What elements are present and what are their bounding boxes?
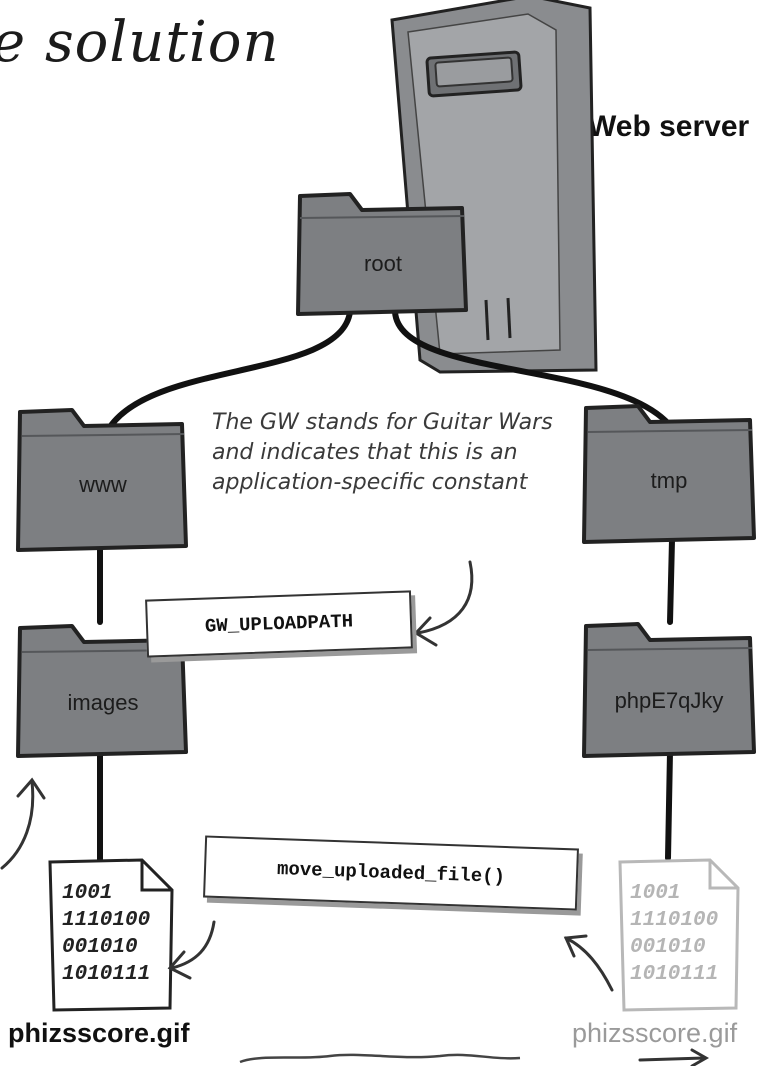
arrow-bottom-right	[638, 1048, 710, 1066]
folder-root	[296, 192, 468, 316]
folder-www-label: www	[79, 472, 127, 497]
temp-file-binary: 1001 1110100 001010 1010111	[630, 882, 719, 986]
folder-phpE7qJky	[582, 622, 756, 758]
folder-images-label: images	[67, 690, 139, 715]
folder-www	[16, 408, 188, 552]
arrow-left-margin	[0, 777, 46, 870]
web-server-label: Web server	[588, 110, 750, 143]
web-server-icon	[390, 0, 598, 374]
file-icon-temp	[618, 858, 740, 1012]
tree-connectors	[97, 309, 675, 863]
arrow-to-saved-file	[167, 920, 216, 980]
arrow-note-to-card	[413, 560, 474, 647]
arrow-from-temp-file	[563, 934, 614, 992]
folder-tmp	[582, 404, 756, 544]
saved-file-binary: 1001 1110100 001010 1010111	[62, 882, 151, 986]
page-heading-fragment: e solution	[0, 10, 280, 75]
folder-tmp-label: tmp	[650, 468, 688, 493]
file-icon-saved	[48, 858, 174, 1012]
move-uploaded-file-card: move_uploaded_file()	[203, 835, 579, 911]
folder-phpE7qJky-label: phpE7qJky	[614, 688, 724, 713]
upload-path-constant-card: GW_UPLOADPATH	[145, 590, 413, 658]
bottom-handwriting-fragment	[239, 1053, 521, 1064]
gw-constant-note: The GW stands for Guitar Wars and indica…	[212, 410, 553, 495]
folder-root-label: root	[364, 251, 402, 276]
temp-file-name: phizsscore.gif	[572, 1018, 738, 1048]
saved-file-name: phizsscore.gif	[8, 1018, 190, 1048]
